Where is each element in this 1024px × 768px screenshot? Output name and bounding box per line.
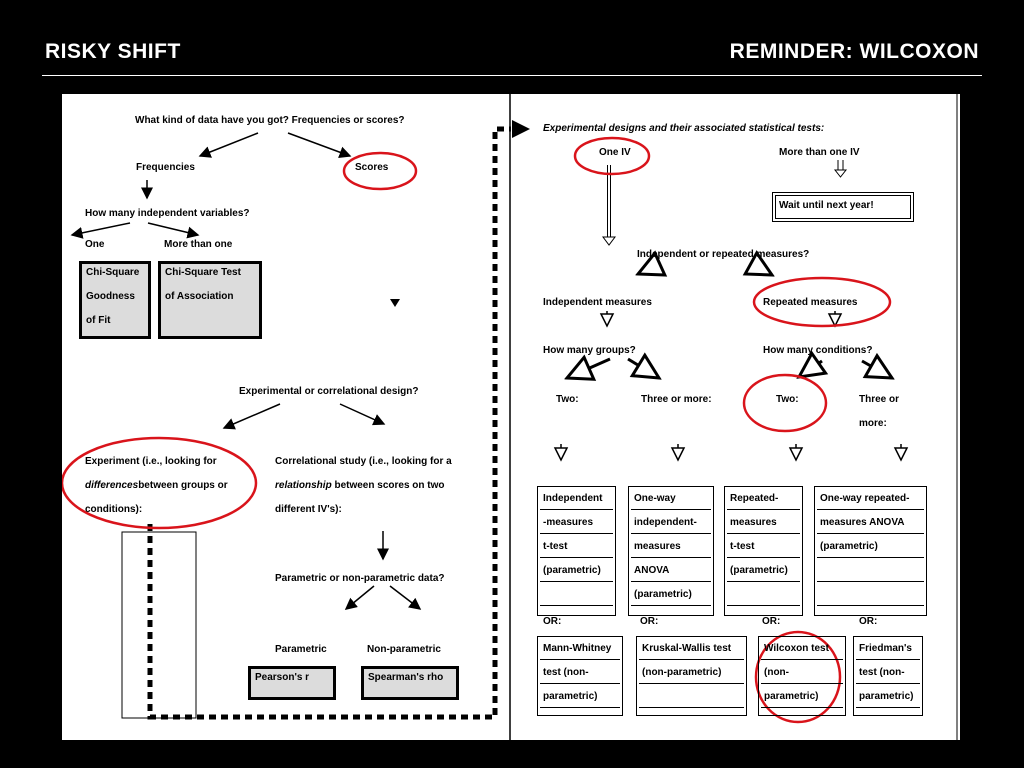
- table-friedman: Friedman's test (non- parametric): [853, 636, 923, 716]
- node-one: One: [85, 239, 105, 250]
- question-groups: How many groups?: [543, 345, 636, 356]
- table-one-way-independent-anova: One-way independent- measures ANOVA (par…: [628, 486, 714, 616]
- flowchart-sheet: What kind of data have you got? Frequenc…: [62, 94, 960, 740]
- highlight-repeated: [752, 276, 892, 328]
- node-two-conditions: Two:: [776, 394, 799, 405]
- or-label-1: OR:: [543, 616, 562, 627]
- node-two-groups: Two:: [556, 394, 579, 405]
- node-non-parametric: Non-parametric: [367, 644, 441, 655]
- question-indep-repeated: Independent or repeated measures?: [637, 249, 810, 260]
- question-conditions: How many conditions?: [763, 345, 873, 356]
- header-left-title: RISKY SHIFT: [45, 40, 181, 63]
- node-three-conditions-line2: more:: [859, 418, 887, 429]
- node-more-than-one: More than one: [164, 239, 233, 250]
- node-three-conditions-line1: Three or: [859, 394, 900, 405]
- box-wait: Wait until next year!: [772, 192, 914, 222]
- node-repeated-measures: Repeated measures: [763, 297, 858, 308]
- highlight-two: [742, 373, 828, 433]
- node-frequencies: Frequencies: [136, 162, 195, 173]
- node-three-groups: Three or more:: [641, 394, 712, 405]
- node-independent-measures: Independent measures: [543, 297, 652, 308]
- question-iv-count: How many independent variables?: [85, 208, 250, 219]
- box-chi-square-gof: Chi-Square Goodness of Fit: [79, 261, 151, 339]
- table-repeated-t-test: Repeated- measures t-test (parametric): [724, 486, 803, 616]
- table-one-way-repeated-anova: One-way repeated- measures ANOVA (parame…: [814, 486, 927, 616]
- node-experiment-line3: conditions):: [85, 504, 143, 515]
- or-label-4: OR:: [859, 616, 878, 627]
- question-data-type: What kind of data have you got? Frequenc…: [135, 115, 405, 126]
- node-parametric: Parametric: [275, 644, 327, 655]
- table-independent-t-test: Independent -measures t-test (parametric…: [537, 486, 616, 616]
- node-experiment-line1: Experiment (i.e., looking for: [85, 456, 217, 467]
- header-right-title: REMINDER: WILCOXON: [729, 40, 979, 63]
- node-correlational-line1: Correlational study (i.e., looking for a: [275, 456, 452, 467]
- box-pearson: Pearson's r: [248, 666, 336, 700]
- highlight-scores: [342, 151, 418, 191]
- table-mann-whitney: Mann-Whitney test (non- parametric): [537, 636, 623, 716]
- header-rule: [42, 75, 982, 76]
- highlight-wilcoxon: [754, 630, 842, 724]
- question-design: Experimental or correlational design?: [239, 386, 419, 397]
- table-wilcoxon: Wilcoxon test (non- parametric): [758, 636, 846, 716]
- box-chi-square-association: Chi-Square Test of Association: [158, 261, 262, 339]
- or-label-2: OR:: [640, 616, 659, 627]
- table-kruskal-wallis: Kruskal-Wallis test (non-parametric): [636, 636, 747, 716]
- node-correlational-line3: different IV's):: [275, 504, 342, 515]
- node-one-iv: One IV: [599, 147, 631, 158]
- or-label-3: OR:: [762, 616, 781, 627]
- box-spearman: Spearman's rho: [361, 666, 459, 700]
- node-experiment-line2: differencesbetween groups or: [85, 480, 228, 491]
- node-correlational-line2: relationship between scores on two: [275, 480, 445, 491]
- right-title: Experimental designs and their associate…: [543, 123, 825, 134]
- question-parametric: Parametric or non-parametric data?: [275, 573, 445, 584]
- node-scores: Scores: [355, 162, 389, 173]
- highlight-one-iv: [573, 136, 651, 176]
- flowchart-connectors: [62, 94, 958, 740]
- node-more-than-one-iv: More than one IV: [779, 147, 860, 158]
- highlight-experiment: [62, 436, 258, 530]
